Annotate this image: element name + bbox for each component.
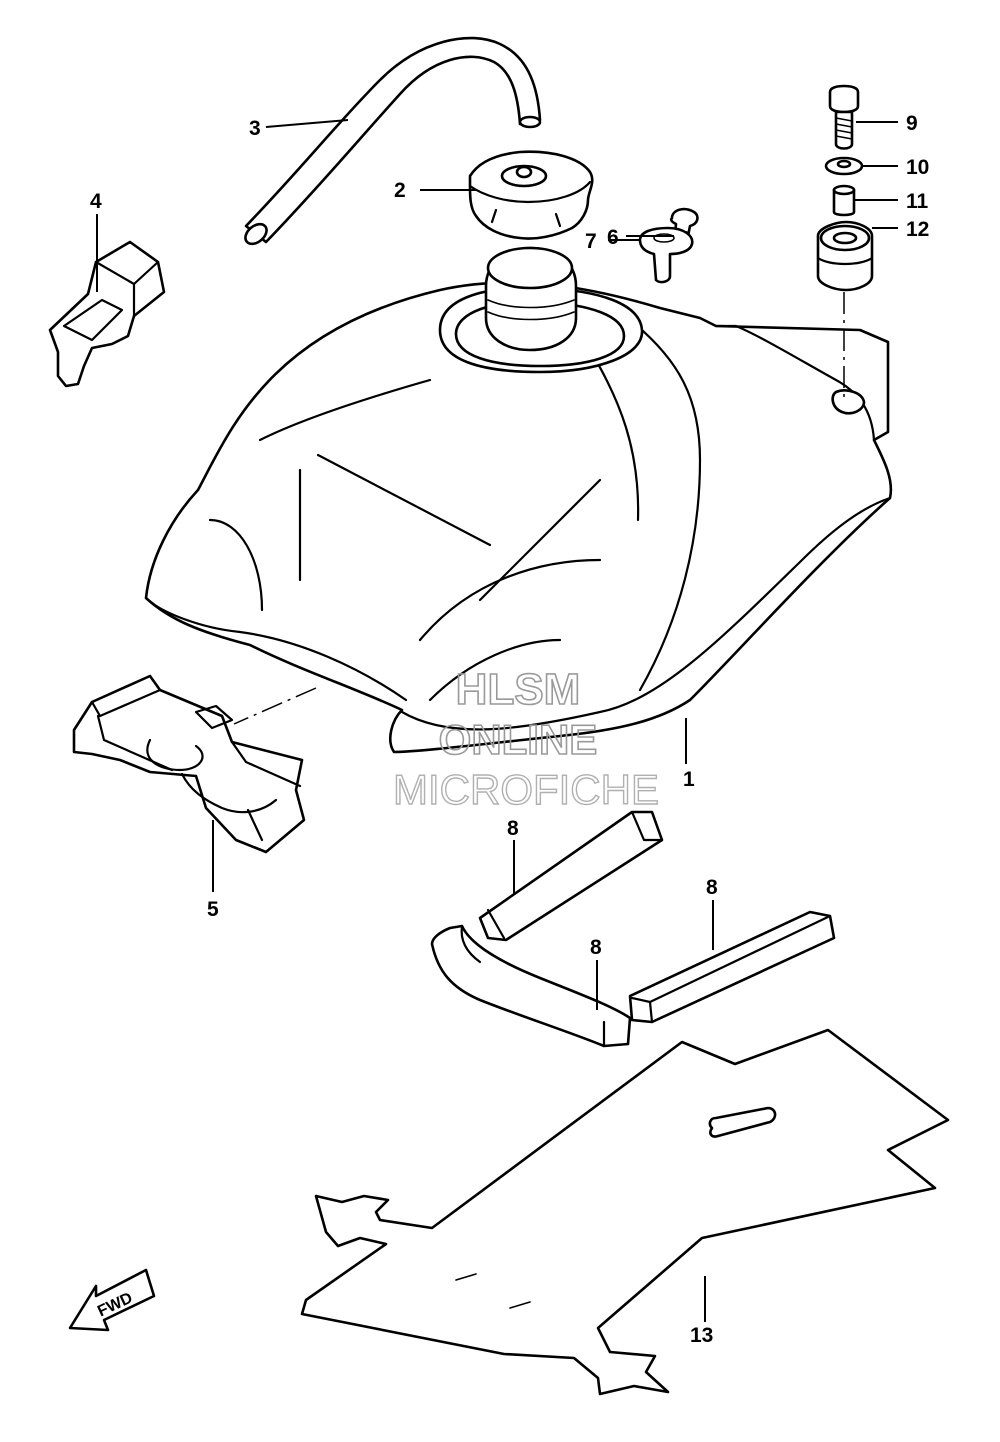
part-5-strap <box>72 674 306 854</box>
part-8-cushion-c <box>628 910 836 1024</box>
watermark: HLSM ONLINE MICROFICHE <box>392 664 659 814</box>
callout-8c: 8 <box>590 936 602 959</box>
watermark-line-1: HLSM <box>456 665 581 714</box>
callout-10: 10 <box>906 156 929 179</box>
part-1-fuel-tank <box>144 246 893 754</box>
part-8-cushion-a <box>478 810 664 942</box>
callout-1: 1 <box>683 768 695 791</box>
leader-lines <box>96 119 898 1322</box>
part-8-cushion-b <box>430 924 632 1048</box>
callout-5: 5 <box>207 898 219 921</box>
part-13-protector-plate <box>300 1028 950 1396</box>
callout-4: 4 <box>90 190 102 213</box>
callout-8b: 8 <box>706 876 718 899</box>
callout-8a: 8 <box>507 817 519 840</box>
part-2-fuel-cap <box>468 150 594 240</box>
callout-12: 12 <box>906 218 929 241</box>
fwd-arrow-icon: FWD <box>68 1268 156 1332</box>
part-11-collar <box>832 184 856 217</box>
part-4-clip <box>48 240 166 388</box>
watermark-line-2: ONLINE <box>439 716 598 763</box>
part-9-bolt <box>828 84 860 150</box>
callout-3: 3 <box>249 117 261 140</box>
callout-13: 13 <box>690 1324 713 1347</box>
part-3-breather-hose <box>244 36 542 246</box>
callout-7: 7 <box>585 230 597 253</box>
callout-9: 9 <box>906 112 918 135</box>
part-7-grommet <box>638 226 694 284</box>
part-10-washer <box>824 156 864 176</box>
callout-11: 11 <box>906 190 929 213</box>
callout-2: 2 <box>394 179 406 202</box>
strap-alignment-line <box>233 687 317 725</box>
part-12-mount-cushion <box>816 220 874 292</box>
watermark-line-3: MICROFICHE <box>393 766 659 813</box>
callouts: 1 2 3 4 5 6 7 8 8 8 9 10 11 12 13 <box>90 112 929 1347</box>
callout-6: 6 <box>607 226 619 249</box>
